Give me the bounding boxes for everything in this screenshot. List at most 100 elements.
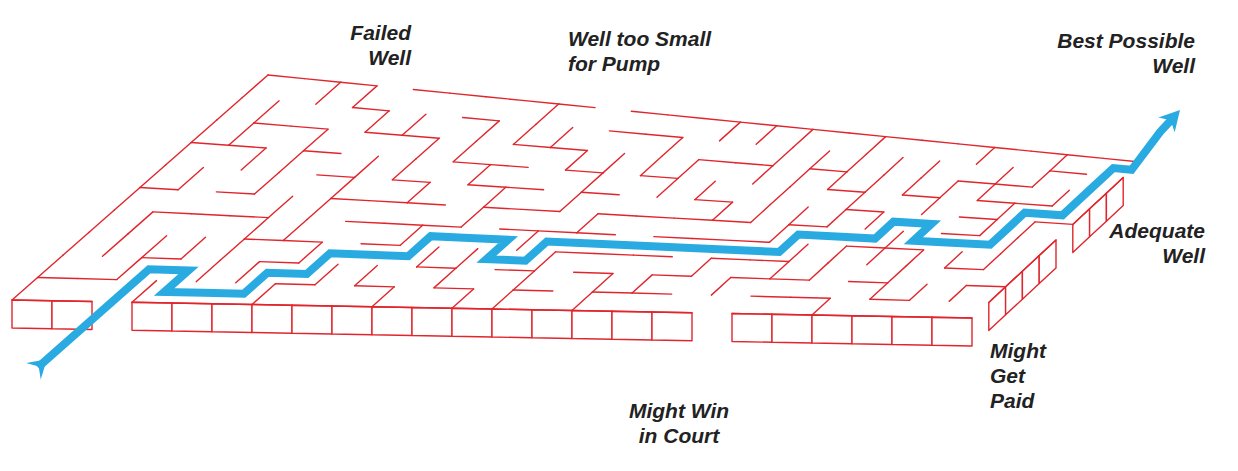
maze-wall: [559, 104, 595, 108]
maze-wall: [495, 270, 534, 271]
wall-face: [852, 316, 892, 345]
maze-wall: [977, 184, 995, 200]
maze-label: Might Win in Court: [622, 398, 736, 448]
maze-wall: [849, 133, 885, 137]
maze-wall: [704, 119, 740, 123]
maze-wall: [598, 214, 636, 216]
maze-wall: [846, 192, 865, 209]
maze-wall: [275, 284, 315, 285]
maze-wall: [662, 138, 683, 157]
maze-wall: [631, 111, 667, 115]
maze-wall: [751, 296, 791, 297]
maze-wall: [577, 214, 598, 233]
maze-wall: [417, 267, 456, 268]
maze-wall: [361, 244, 400, 246]
maze-wall: [902, 195, 939, 198]
wall-face: [132, 302, 172, 331]
wall-face: [372, 307, 412, 336]
maze-wall: [932, 317, 972, 319]
maze-wall: [484, 207, 522, 209]
maze-wall: [291, 126, 328, 129]
maze-wall: [229, 123, 254, 145]
maze-wall: [592, 274, 612, 292]
maze-wall: [316, 82, 341, 104]
maze-wall: [849, 282, 888, 283]
maze-wall: [603, 154, 625, 173]
maze-wall: [652, 275, 691, 276]
maze-wall: [423, 225, 462, 227]
maze-wall: [522, 100, 558, 104]
maze-wall: [372, 306, 412, 308]
maze-wall: [789, 207, 808, 225]
maze-wall: [461, 207, 483, 227]
maze-wall: [304, 79, 340, 83]
maze-wall: [402, 135, 439, 138]
maze-wall: [355, 286, 395, 287]
maze-wall: [695, 181, 715, 199]
maze-wall: [166, 143, 192, 166]
maze-wall: [1073, 209, 1090, 225]
maze-wall: [500, 229, 539, 231]
maze-wall: [888, 266, 906, 282]
wall-face: [932, 317, 972, 346]
wall-face: [989, 287, 1006, 331]
maze-label: Might Get Paid: [990, 338, 1062, 413]
maze-wall: [468, 185, 506, 187]
maze-wall: [317, 175, 355, 177]
wall-face: [492, 309, 532, 338]
maze-wall: [668, 115, 704, 119]
maze-wall: [592, 292, 632, 293]
maze-wall: [513, 144, 550, 147]
wall-face: [332, 306, 372, 335]
maze-wall: [886, 137, 922, 141]
maze-wall: [995, 168, 1013, 184]
maze-wall: [789, 244, 808, 261]
maze-wall: [922, 198, 940, 215]
maze-wall: [566, 170, 603, 173]
maze-wall: [852, 315, 892, 317]
maze-wall: [12, 299, 52, 301]
maze-wall: [220, 239, 244, 260]
maze-wall: [773, 148, 793, 166]
maze-wall: [777, 126, 813, 130]
maze-outer-wall: [12, 178, 1123, 346]
maze-wall: [353, 86, 378, 108]
maze-wall: [632, 275, 652, 293]
maze-wall: [1106, 178, 1123, 194]
maze-wall: [453, 141, 476, 161]
maze-wall: [847, 246, 886, 248]
maze-wall: [365, 132, 402, 135]
maze-wall: [244, 239, 283, 241]
maze-wall: [1032, 171, 1050, 187]
maze-wall: [810, 151, 830, 169]
maze-wall: [736, 163, 773, 166]
maze-wall: [1022, 256, 1039, 272]
maze-wall: [536, 104, 559, 124]
maze-wall: [1031, 151, 1067, 155]
maze-wall: [513, 271, 534, 290]
maze-wall: [452, 289, 474, 308]
maze-wall: [828, 189, 865, 192]
maze-wall: [633, 255, 672, 257]
maze-wall: [692, 239, 731, 241]
maze-wall: [892, 316, 932, 318]
maze-label: Best Possible Well: [1043, 28, 1195, 78]
maze-wall: [595, 253, 634, 255]
wall-face: [532, 310, 572, 339]
maze-wall: [769, 225, 788, 243]
maze-wall: [140, 165, 166, 188]
maze-wall: [945, 268, 984, 270]
maze-wall: [12, 278, 38, 301]
maze-wall: [468, 165, 491, 185]
maze-wall: [793, 129, 813, 147]
maze-wall: [977, 201, 1014, 204]
maze-wall: [434, 288, 474, 289]
maze-wall: [128, 212, 153, 234]
maze-wall: [577, 233, 616, 235]
maze-wall: [140, 188, 178, 190]
maze-wall: [142, 258, 181, 259]
maze-wall: [995, 148, 1031, 152]
maze-wall: [392, 159, 415, 180]
maze-wall: [731, 278, 770, 279]
route-arrowhead: [1158, 110, 1180, 132]
